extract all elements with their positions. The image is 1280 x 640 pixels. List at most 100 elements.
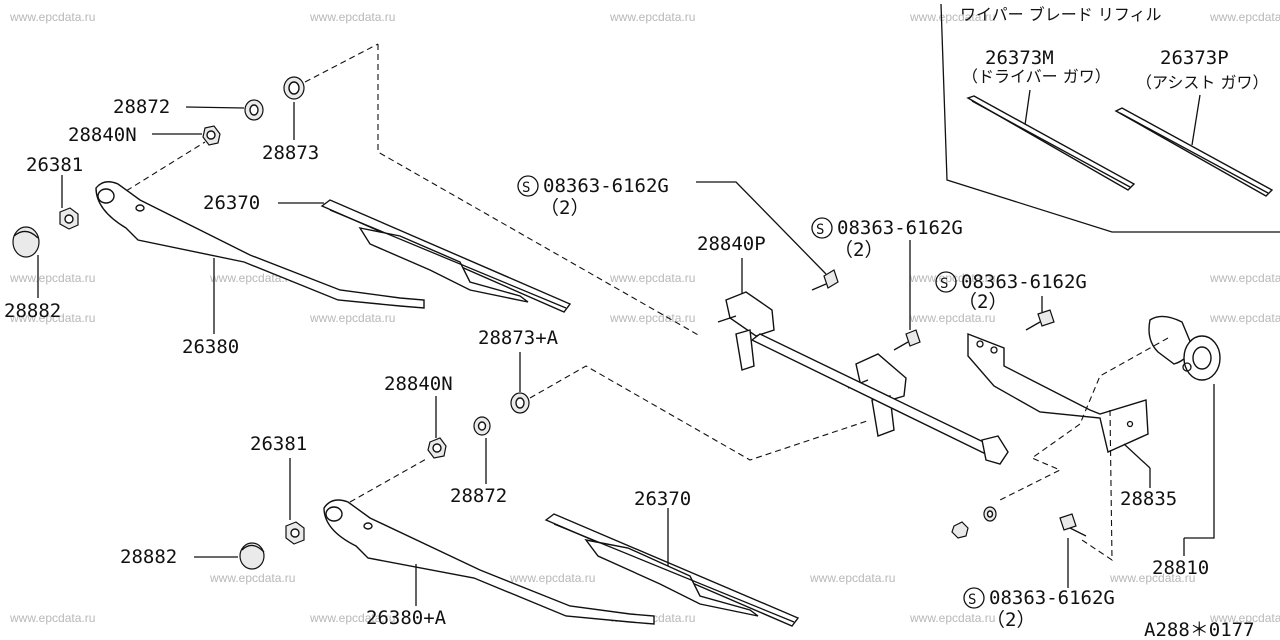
pivot-28840P	[717, 291, 775, 371]
label-28873-upper: 28873	[262, 142, 319, 164]
motor-bracket-28835	[967, 332, 1149, 453]
guide-dash	[117, 141, 206, 197]
label-driver-side: （ドライバー ガワ）	[962, 67, 1111, 86]
s-symbol-text: S	[816, 222, 824, 238]
cap-28882-upper	[12, 226, 40, 258]
bolt-4	[1059, 513, 1087, 537]
cap-28882-lower	[239, 542, 265, 570]
label-28840N-lower: 28840N	[384, 373, 453, 395]
leader-28835	[1123, 443, 1151, 469]
watermark: www.epcdata.ru	[809, 571, 895, 585]
watermark: www.epcdata.ru	[609, 10, 695, 24]
bolt-1	[811, 269, 839, 291]
label-28840N-upper: 28840N	[68, 124, 137, 146]
watermark: www.epcdata.ru	[9, 10, 95, 24]
linkage-assembly: S 08363-6162G （2） 28840P S 08363-6162G （…	[478, 175, 1221, 631]
leader-26373P	[1191, 94, 1201, 146]
watermark: www.epcdata.ru	[909, 611, 995, 625]
s-symbol-2	[811, 217, 833, 239]
leader-26373M	[1024, 89, 1031, 126]
motor-nut	[951, 521, 969, 539]
label-26370-upper: 26370	[203, 192, 260, 214]
s-symbol-1	[517, 175, 539, 197]
s-symbol-text: S	[522, 180, 530, 196]
lower-arm-set: 28840N 28872 26381 28882	[120, 373, 800, 629]
cap-28873-upper	[283, 76, 305, 100]
watermark: www.epcdata.ru	[1209, 311, 1280, 325]
drawing-code: A288＊0177	[1144, 619, 1255, 640]
label-bolt-4-qty: （2）	[986, 609, 1035, 631]
watermark: www.epcdata.ru	[1209, 10, 1280, 24]
guide-dash	[304, 43, 379, 83]
label-26370-lower: 26370	[634, 488, 691, 510]
bolt-3	[1025, 309, 1055, 331]
label-bolt-1-qty: （2）	[540, 197, 589, 219]
label-bolt-2: 08363-6162G	[837, 217, 963, 239]
s-symbol-3	[935, 271, 957, 293]
link-rod	[750, 333, 1009, 465]
label-assist-side: （アシスト ガワ）	[1136, 73, 1268, 92]
label-28882-lower: 28882	[120, 546, 177, 568]
s-symbol-text: S	[940, 276, 948, 292]
watermark: www.epcdata.ru	[509, 571, 595, 585]
label-28840P: 28840P	[697, 233, 766, 255]
watermark: www.epcdata.ru	[909, 271, 995, 285]
watermark: www.epcdata.ru	[309, 311, 395, 325]
watermark: www.epcdata.ru	[1209, 611, 1280, 625]
watermark: www.epcdata.ru	[1109, 571, 1195, 585]
watermark-layer: www.epcdata.ru www.epcdata.ru www.epcdat…	[9, 10, 1280, 625]
wiper-blade-26370-upper	[320, 199, 572, 313]
cap-28873A	[510, 392, 530, 414]
label-bolt-1: 08363-6162G	[543, 175, 669, 197]
upper-arm-set: 28873 28872 28840N 26381 28882	[4, 43, 701, 358]
watermark: www.epcdata.ru	[309, 611, 395, 625]
washer-28872-lower	[473, 416, 491, 436]
refill-assist-part	[1114, 107, 1274, 197]
label-28810: 28810	[1152, 557, 1209, 579]
watermark: www.epcdata.ru	[309, 10, 395, 24]
label-26380A: 26380+A	[366, 607, 447, 629]
inset-title: ワイパー ブレード リフィル	[960, 5, 1162, 24]
motor-washer	[983, 506, 997, 522]
wiper-arm-26380	[95, 181, 425, 309]
nut-26381-lower	[285, 521, 305, 545]
label-26381-upper: 26381	[26, 154, 83, 176]
label-28872-upper: 28872	[113, 96, 170, 118]
wiper-blade-26370-lower	[544, 513, 800, 627]
label-26373P: 26373P	[1160, 47, 1229, 69]
watermark: www.epcdata.ru	[9, 311, 95, 325]
guide-dash	[1081, 409, 1113, 562]
watermark: www.epcdata.ru	[909, 311, 995, 325]
label-28873A: 28873+A	[478, 327, 559, 349]
label-26380: 26380	[182, 336, 239, 358]
label-26381-lower: 26381	[250, 433, 307, 455]
guide-dash	[999, 337, 1169, 501]
wiper-arm-26380A	[323, 499, 655, 625]
watermark: www.epcdata.ru	[609, 311, 695, 325]
inset-border	[940, 3, 1280, 233]
guide-dash	[529, 365, 871, 461]
label-bolt-3: 08363-6162G	[961, 271, 1087, 293]
watermark: www.epcdata.ru	[9, 271, 95, 285]
watermark: www.epcdata.ru	[1209, 271, 1280, 285]
watermark: www.epcdata.ru	[9, 611, 95, 625]
label-bolt-2-qty: （2）	[834, 239, 883, 261]
guide-dash	[377, 44, 701, 337]
wiper-motor	[1148, 315, 1221, 381]
watermark: www.epcdata.ru	[209, 571, 295, 585]
nut-28840N-upper	[202, 125, 221, 146]
watermark: www.epcdata.ru	[609, 271, 695, 285]
refill-driver-part	[966, 95, 1136, 191]
label-28872-lower: 28872	[450, 485, 507, 507]
leader-28810	[1184, 384, 1215, 539]
nut-28840N-lower	[427, 437, 447, 459]
label-26373M: 26373M	[985, 47, 1054, 69]
guide-dash	[349, 457, 429, 503]
refill-inset: ワイパー ブレード リフィル 26373M （ドライバー ガワ） 26373P …	[940, 3, 1280, 233]
leader-bolt-1	[696, 181, 827, 275]
label-28882-upper: 28882	[4, 300, 61, 322]
s-symbol-4	[963, 587, 985, 609]
watermark: www.epcdata.ru	[909, 10, 995, 24]
